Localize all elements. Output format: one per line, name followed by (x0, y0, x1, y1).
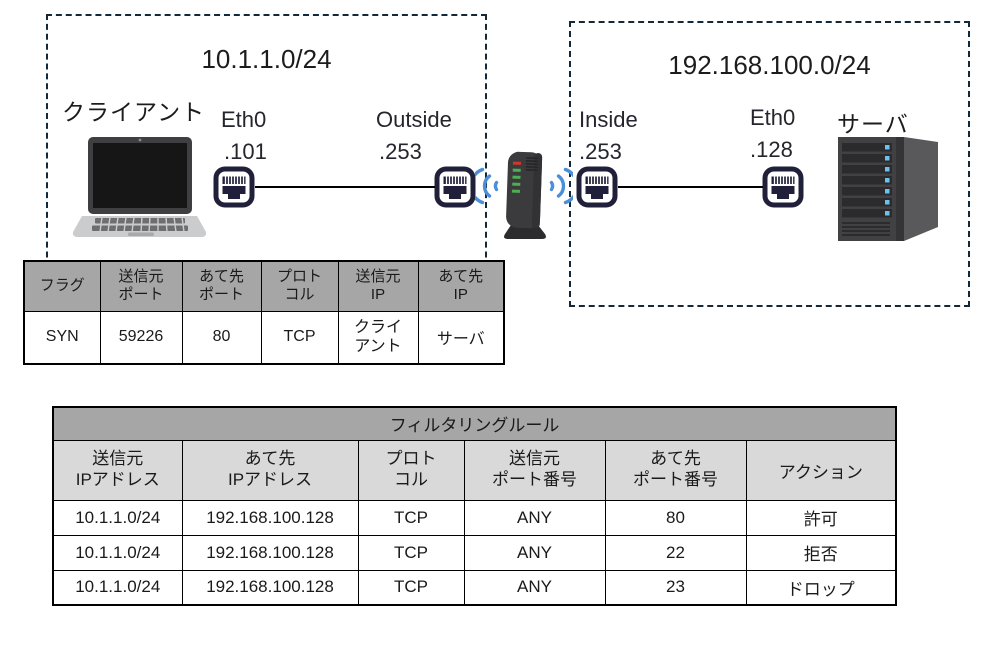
packet-header-src-ip: 送信元 IP (337, 260, 419, 312)
filter-header-dst-ip: あて先 IPアドレス (181, 439, 359, 501)
filter-table: フィルタリングルール 送信元 IPアドレス あて先 IPアドレス プロト コル … (52, 406, 898, 606)
packet-header-dst-port: あて先 ポート (181, 260, 262, 312)
packet-header-flag: フラグ (23, 260, 101, 312)
filter-rule-row: 10.1.1.0/24 192.168.100.128 TCP ANY 23 ド… (52, 569, 897, 606)
filter-header-dst-port: あて先 ポート番号 (604, 439, 747, 501)
server-eth0-addr: .128 (750, 137, 793, 162)
client-eth0-name: Eth0 (221, 107, 267, 132)
rule-src-ip: 10.1.1.0/24 (52, 534, 183, 571)
filter-table-header-row: 送信元 IPアドレス あて先 IPアドレス プロト コル 送信元 ポート番号 あ… (52, 439, 897, 501)
client-label: クライアント (62, 99, 206, 125)
ethernet-port-icon-client (213, 166, 255, 213)
router-outside-name: Outside (376, 107, 452, 132)
rule-src-port: ANY (463, 569, 606, 606)
packet-table: フラグ 送信元 ポート あて先 ポート プロト コル 送信元 IP あて先 IP… (23, 260, 505, 365)
server-label: サーバ (837, 111, 909, 137)
rule-dst-port: 22 (604, 534, 747, 571)
client-eth0-addr: .101 (224, 139, 267, 164)
packet-flag: SYN (23, 310, 101, 365)
packet-protocol: TCP (260, 310, 339, 365)
packet-dst-ip: サーバ (417, 310, 505, 365)
packet-dst-port: 80 (181, 310, 262, 365)
server-eth0-name: Eth0 (750, 105, 796, 130)
rule-action: ドロップ (745, 569, 897, 606)
filter-header-action: アクション (745, 439, 897, 501)
rule-src-ip: 10.1.1.0/24 (52, 499, 183, 536)
right-subnet-label: 192.168.100.0/24 (668, 50, 871, 80)
filter-header-protocol: プロト コル (357, 439, 465, 501)
packet-table-data-row: SYN 59226 80 TCP クライ アント サーバ (23, 310, 505, 365)
ethernet-port-icon-outside (434, 166, 476, 213)
filter-header-src-port: 送信元 ポート番号 (463, 439, 606, 501)
packet-header-dst-ip: あて先 IP (417, 260, 505, 312)
server-icon (830, 137, 942, 250)
cable-router-to-server (618, 186, 763, 188)
left-subnet-label: 10.1.1.0/24 (201, 44, 332, 74)
rule-action: 拒否 (745, 534, 897, 571)
laptop-icon (66, 137, 213, 240)
rule-src-port: ANY (463, 534, 606, 571)
packet-src-port: 59226 (99, 310, 183, 365)
rule-protocol: TCP (357, 569, 465, 606)
filter-rule-row: 10.1.1.0/24 192.168.100.128 TCP ANY 80 許… (52, 499, 897, 536)
ethernet-port-icon-server (762, 166, 804, 213)
packet-src-ip: クライ アント (337, 310, 419, 365)
rule-action: 許可 (745, 499, 897, 536)
filter-table-title-row: フィルタリングルール (52, 406, 897, 441)
right-network-box (569, 21, 970, 307)
rule-protocol: TCP (357, 534, 465, 571)
router-inside-addr: .253 (579, 139, 622, 164)
packet-header-src-port: 送信元 ポート (99, 260, 183, 312)
rule-dst-ip: 192.168.100.128 (181, 534, 359, 571)
packet-table-header-row: フラグ 送信元 ポート あて先 ポート プロト コル 送信元 IP あて先 IP (23, 260, 505, 312)
filter-table-title: フィルタリングルール (52, 406, 897, 441)
rule-protocol: TCP (357, 499, 465, 536)
router-outside-addr: .253 (379, 139, 422, 164)
rule-dst-port: 23 (604, 569, 747, 606)
filter-header-src-ip: 送信元 IPアドレス (52, 439, 183, 501)
rule-src-port: ANY (463, 499, 606, 536)
rule-dst-port: 80 (604, 499, 747, 536)
rule-dst-ip: 192.168.100.128 (181, 499, 359, 536)
router-inside-name: Inside (579, 107, 638, 132)
packet-header-protocol: プロト コル (260, 260, 339, 312)
filter-rule-row: 10.1.1.0/24 192.168.100.128 TCP ANY 22 拒… (52, 534, 897, 571)
rule-dst-ip: 192.168.100.128 (181, 569, 359, 606)
ethernet-port-icon-inside (576, 166, 618, 213)
rule-src-ip: 10.1.1.0/24 (52, 569, 183, 606)
router-icon (497, 149, 551, 246)
cable-client-to-router (255, 186, 435, 188)
